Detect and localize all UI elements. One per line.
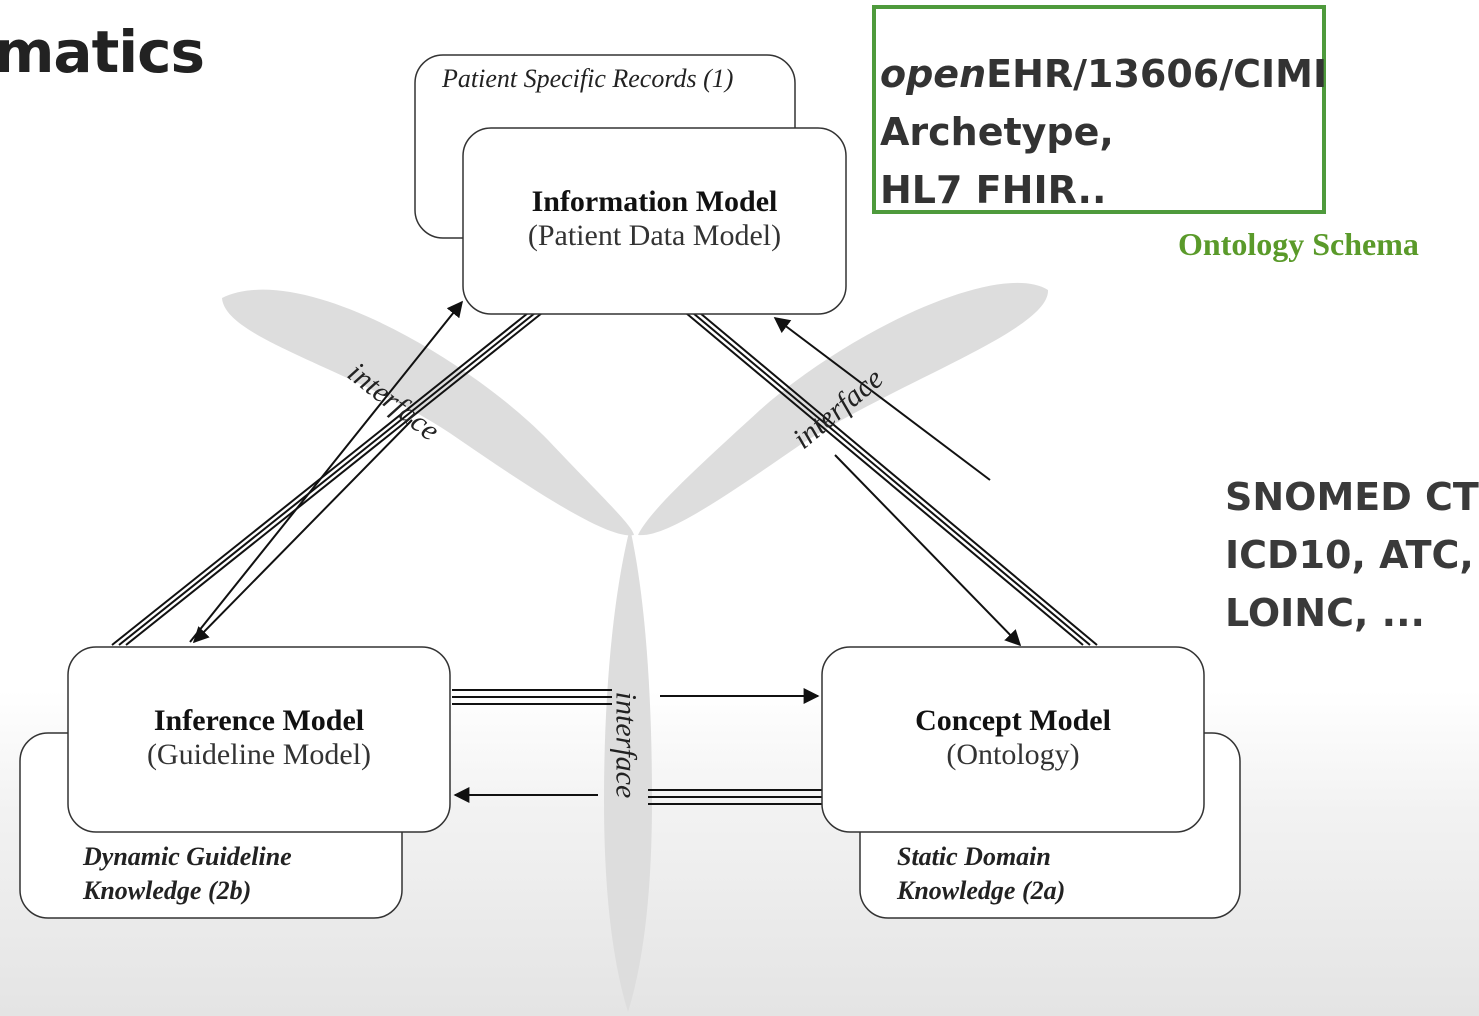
standards-line-3: HL7 FHIR.. bbox=[880, 168, 1107, 212]
interface-blade-right bbox=[638, 282, 1049, 536]
ontology-schema-caption: Ontology Schema bbox=[1178, 226, 1419, 262]
standards-ehr-text: EHR/13606/CIMI bbox=[986, 52, 1328, 96]
terminology-list: SNOMED CT ICD10, ATC, LOINC, ... bbox=[1225, 468, 1479, 642]
model-arrows bbox=[189, 300, 1022, 803]
standards-open-italic: open bbox=[880, 52, 987, 96]
concept-model-subtitle: (Ontology) bbox=[946, 738, 1080, 771]
information-model-title: Information Model bbox=[531, 185, 778, 218]
terminology-item: ICD10, ATC, bbox=[1225, 533, 1474, 577]
patient-records-label: Patient Specific Records (1) bbox=[442, 64, 734, 93]
information-model-text: Information Model (Patient Data Model) bbox=[463, 185, 846, 253]
standards-line-1: openEHR/13606/CIMI bbox=[880, 45, 1327, 103]
domain-knowledge-label-2: Knowledge (2a) bbox=[897, 876, 1066, 905]
interface-blade-bottom bbox=[604, 528, 652, 1012]
information-model-box bbox=[462, 127, 847, 315]
guideline-knowledge-label-1: Dynamic Guideline bbox=[83, 842, 292, 871]
concept-model-text: Concept Model (Ontology) bbox=[822, 704, 1204, 772]
page-heading: matics bbox=[0, 18, 205, 86]
domain-knowledge-label-1: Static Domain bbox=[897, 842, 1051, 871]
guideline-knowledge-label-2: Knowledge (2b) bbox=[83, 876, 252, 905]
model-links bbox=[111, 312, 1098, 805]
standards-line-2: Archetype, bbox=[880, 110, 1114, 154]
inference-model-subtitle: (Guideline Model) bbox=[146, 738, 372, 771]
concept-model-title: Concept Model bbox=[915, 704, 1111, 737]
interface-blade-left bbox=[222, 289, 634, 536]
inference-model-box bbox=[67, 646, 451, 833]
information-model-subtitle: (Patient Data Model) bbox=[527, 219, 782, 252]
standards-box: openEHR/13606/CIMI Archetype, HL7 FHIR.. bbox=[872, 5, 1327, 214]
terminology-item: SNOMED CT bbox=[1225, 475, 1479, 519]
concept-model-box bbox=[821, 646, 1205, 833]
terminology-item: LOINC, ... bbox=[1225, 591, 1425, 635]
interface-propeller bbox=[222, 282, 1049, 1012]
inference-model-text: Inference Model (Guideline Model) bbox=[68, 704, 450, 772]
inference-model-title: Inference Model bbox=[153, 704, 365, 737]
interface-label-bottom: interface bbox=[609, 691, 643, 799]
